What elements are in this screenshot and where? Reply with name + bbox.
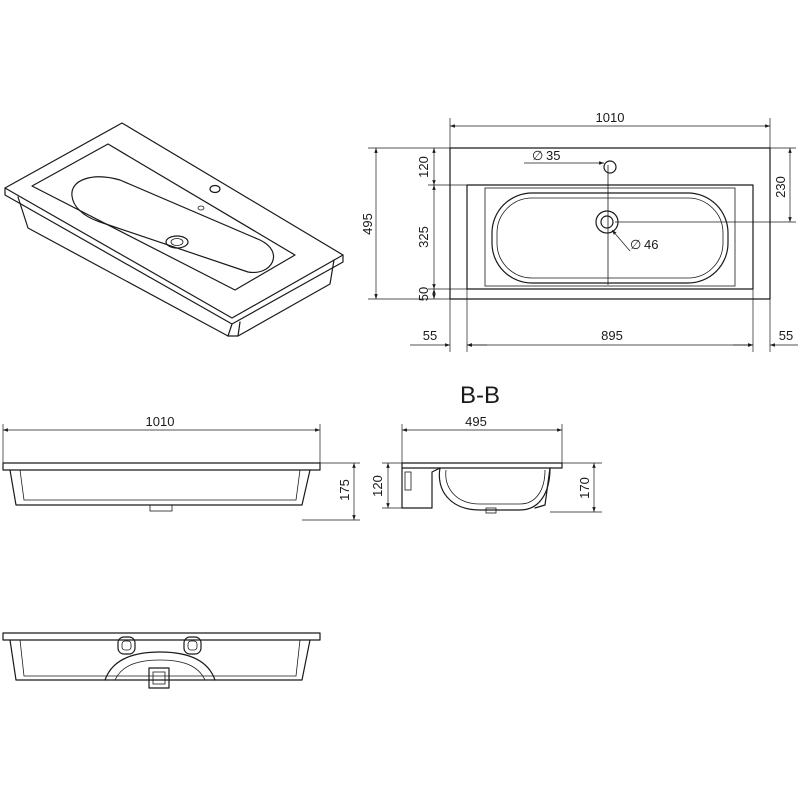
tap-hole-symbol: ∅ [532, 148, 543, 163]
dim-right-margin-label: 55 [779, 328, 793, 343]
front-body-inner [19, 469, 301, 501]
dim-section-depth-label: 495 [465, 414, 487, 429]
dim-top-depth-label: 495 [360, 213, 375, 235]
rear-drain-arch [104, 651, 216, 681]
rear-hole-right [183, 636, 202, 655]
section-view: B-B 495 120 170 [370, 382, 602, 514]
front-view: 1010 175 [2, 414, 360, 521]
dim-front-width-label: 1010 [146, 414, 175, 429]
rear-rim [2, 632, 321, 641]
dim-left-margin-label: 55 [423, 328, 437, 343]
rear-drain-arch-inner [114, 659, 206, 681]
section-drain [485, 507, 497, 514]
dim-front-rim-label: 50 [416, 287, 431, 301]
front-rim [2, 462, 321, 471]
top-tap-hole [603, 160, 617, 174]
drain-hole-label: 46 [644, 237, 658, 252]
top-drain-hole-outer [595, 210, 619, 234]
section-rim [401, 462, 563, 469]
top-view: 1010 495 120 325 50 230 895 55 55 [360, 110, 798, 352]
iso-inner-basin [31, 143, 296, 291]
iso-outer-rim [4, 122, 344, 319]
top-bowl-inner [496, 197, 724, 279]
dim-side-offset-label: 230 [773, 176, 788, 198]
tap-hole-label: 35 [546, 148, 560, 163]
section-front-wall [534, 467, 551, 509]
top-bowl [491, 192, 729, 284]
section-overflow [404, 471, 412, 491]
top-outer-outline [449, 147, 771, 300]
rear-hole-right-inner [187, 640, 198, 651]
top-drain-hole-inner [600, 215, 614, 229]
dim-section-rim-label: 120 [370, 475, 385, 497]
dim-front-height-label: 175 [337, 479, 352, 501]
rear-body [9, 639, 311, 681]
drain-hole-leader [611, 229, 631, 252]
iso-overflow [197, 205, 205, 211]
dim-bowl-width-label: 895 [601, 328, 623, 343]
dim-top-width-label: 1010 [596, 110, 625, 125]
iso-bowl [71, 176, 274, 273]
rear-drain-outlet [148, 667, 170, 689]
section-title: B-B [460, 382, 500, 409]
top-basin-outline [466, 184, 754, 290]
iso-tap-hole [209, 184, 221, 194]
top-basin-inner [484, 187, 736, 287]
iso-drain [165, 235, 189, 249]
dim-back-rim-label: 120 [416, 156, 431, 178]
drain-hole-symbol: ∅ [630, 237, 641, 252]
dim-bowl-depth-label: 325 [416, 226, 431, 248]
rear-hole-left-inner [121, 640, 132, 651]
section-back-wall [401, 467, 441, 509]
section-bowl-inner [445, 469, 546, 505]
iso-body-side [227, 321, 241, 337]
rear-view [2, 632, 321, 689]
isometric-view [4, 122, 344, 337]
rear-body-inner [19, 639, 301, 677]
rear-hole-left [117, 636, 136, 655]
iso-drain-inner [170, 238, 184, 246]
rear-drain-outlet-inner [152, 671, 166, 685]
dim-section-height-label: 170 [577, 477, 592, 499]
iso-body-front [17, 196, 335, 337]
front-drain-stub [149, 504, 173, 512]
